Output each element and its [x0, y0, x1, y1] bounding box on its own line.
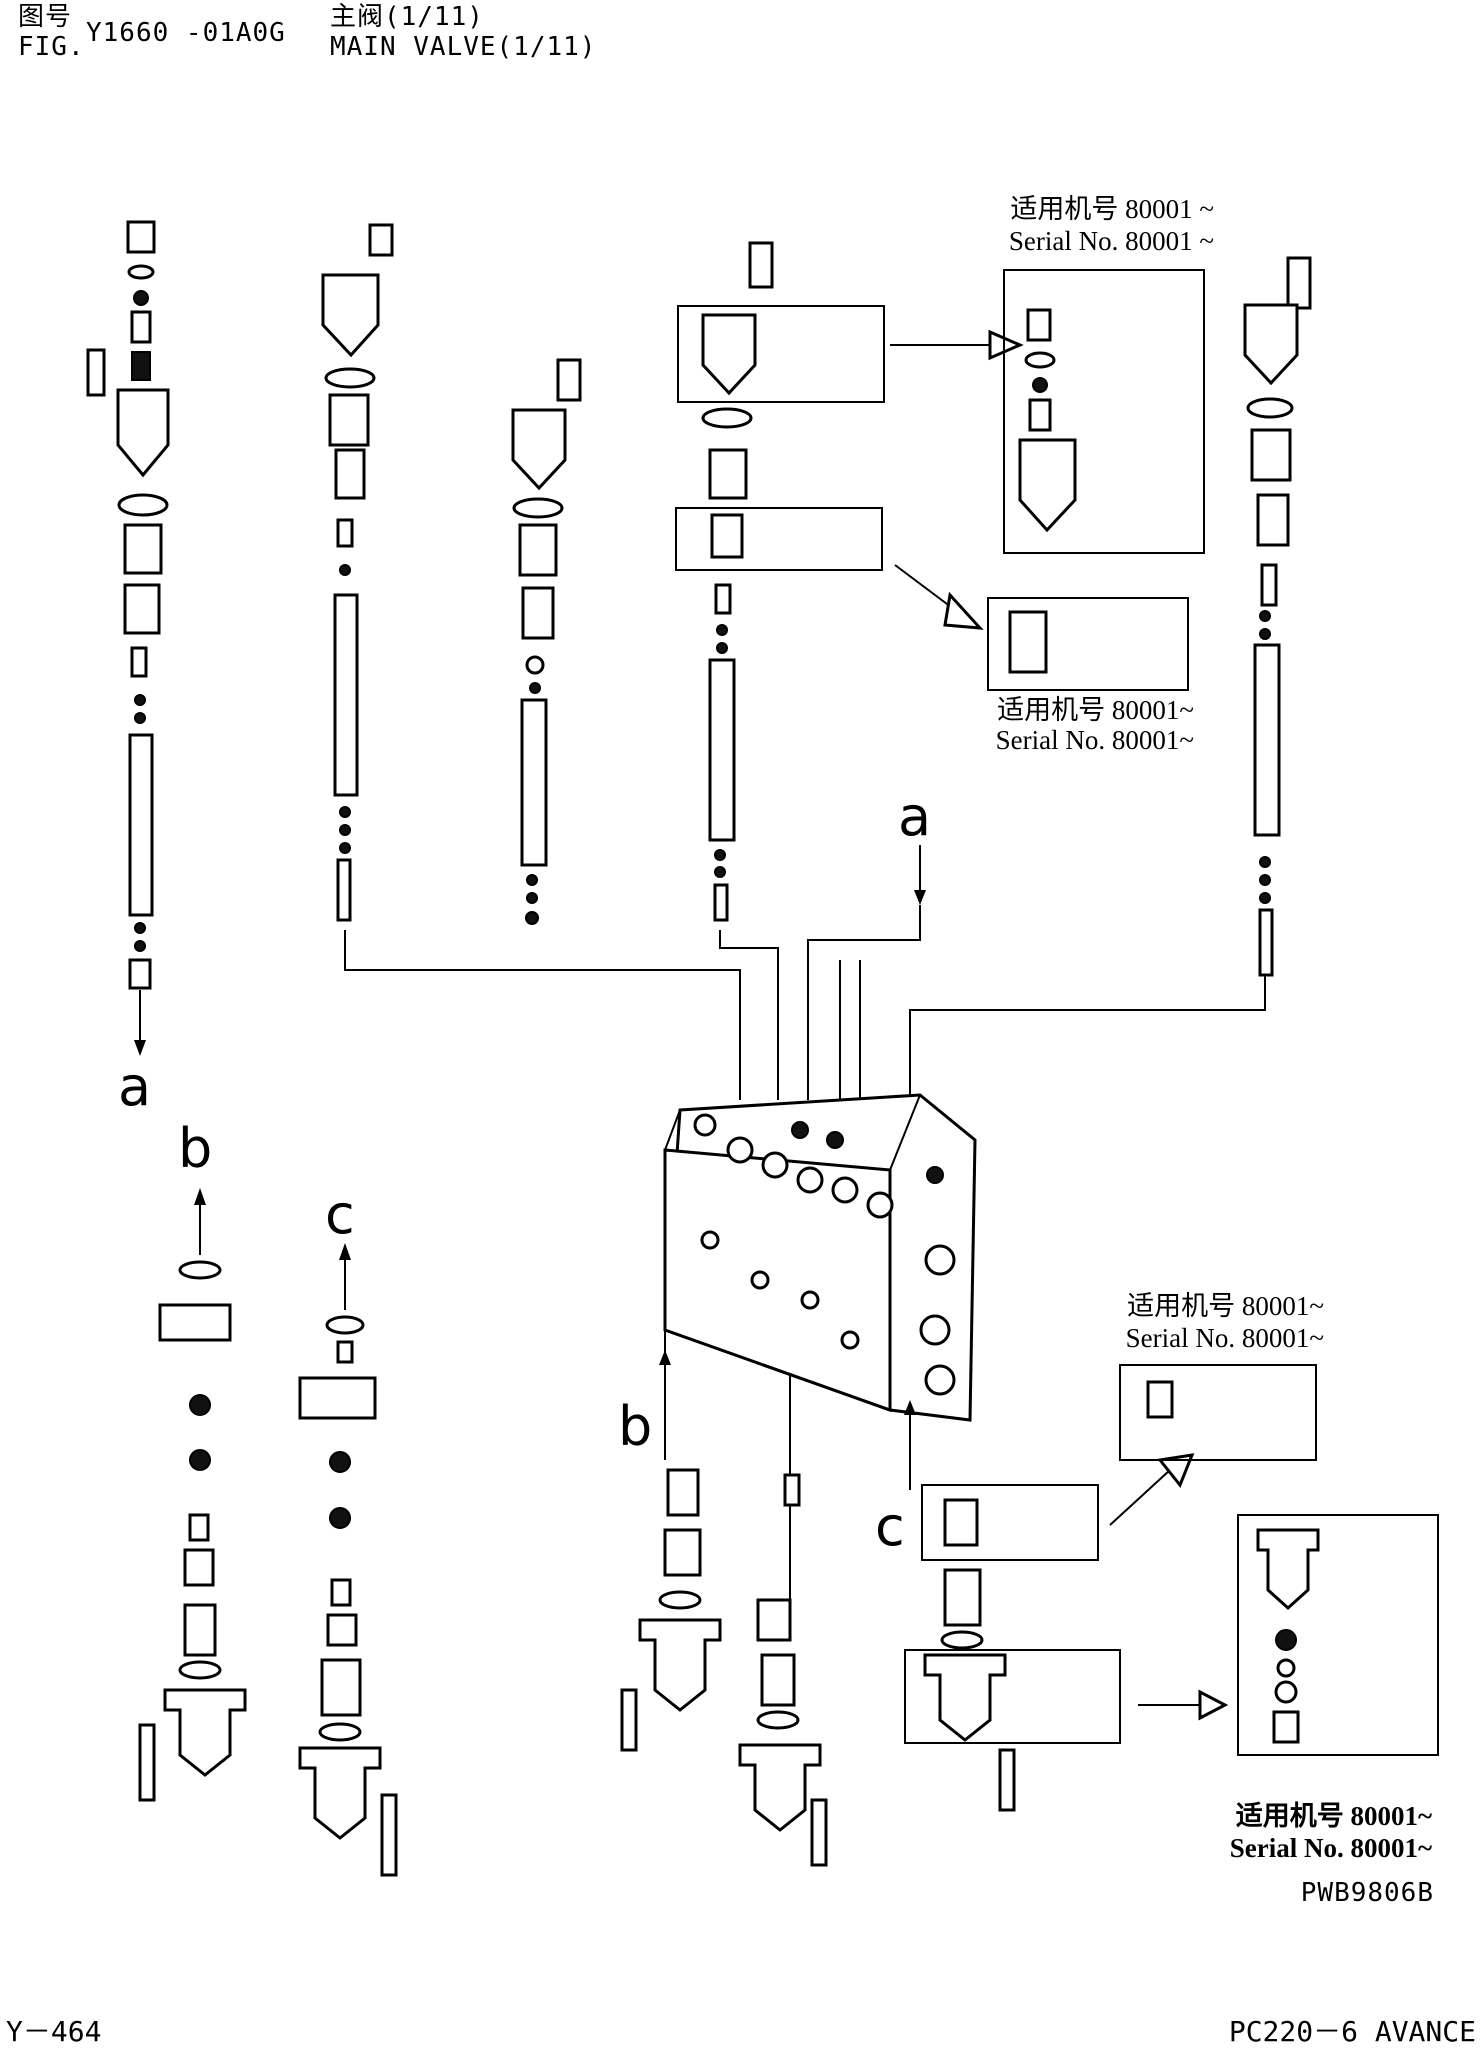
connector-label-a-left: a [118, 1055, 152, 1118]
spool-column-1 [86, 220, 170, 1056]
fig-label-en: FIG. [18, 32, 85, 62]
connector-label-c-left: c [325, 1183, 355, 1246]
drawing-code: PWB9806B [1300, 1878, 1434, 1908]
title-en: MAIN VALVE(1/11) [330, 32, 597, 62]
serial-note-2-en: Serial No. 80001~ [995, 725, 1194, 755]
connector-label-c-body: c [875, 1495, 905, 1558]
variant-box-mid [987, 597, 1189, 691]
spool-column-4 [675, 241, 1024, 922]
lower-center-assembly [620, 1468, 828, 1867]
serial-note-4-cn: 适用机号 80001~ [1235, 1801, 1432, 1831]
variant-box-bottom [1237, 1514, 1439, 1756]
lower-left-assembly [138, 1188, 247, 1802]
serial-note-2-cn: 适用机号 80001~ [997, 695, 1194, 725]
spool-column-2 [321, 223, 394, 922]
spool-column-5 [1243, 256, 1312, 977]
title-cn: 主阀(1/11) [330, 2, 484, 32]
connector-label-b-left: b [178, 1117, 213, 1180]
connector-label-a-top: a [898, 785, 932, 848]
lower-center-left-assembly [298, 1243, 398, 1877]
variant-box-lower [1119, 1364, 1317, 1461]
serial-note-4-en: Serial No. 80001~ [1229, 1833, 1432, 1863]
page-number: Y－464 [6, 2015, 102, 2048]
fig-number: Y1660 -01A0G [86, 18, 286, 48]
serial-note-1-cn: 适用机号 80001 ~ [1010, 194, 1214, 224]
fig-label-cn: 图号 [18, 2, 73, 32]
main-valve-body [663, 1093, 977, 1422]
model-name: PC220－6 AVANCE [1228, 2015, 1476, 2048]
serial-note-3-cn: 适用机号 80001~ [1127, 1291, 1324, 1321]
connector-label-b-body: b [618, 1395, 653, 1458]
serial-note-3-en: Serial No. 80001~ [1125, 1323, 1324, 1353]
connector-arrows [664, 845, 921, 1470]
variant-box-top [1003, 269, 1205, 554]
lower-right-assembly [904, 1453, 1229, 1812]
spool-column-3 [511, 358, 582, 925]
serial-note-1-en: Serial No. 80001 ~ [1008, 226, 1214, 256]
